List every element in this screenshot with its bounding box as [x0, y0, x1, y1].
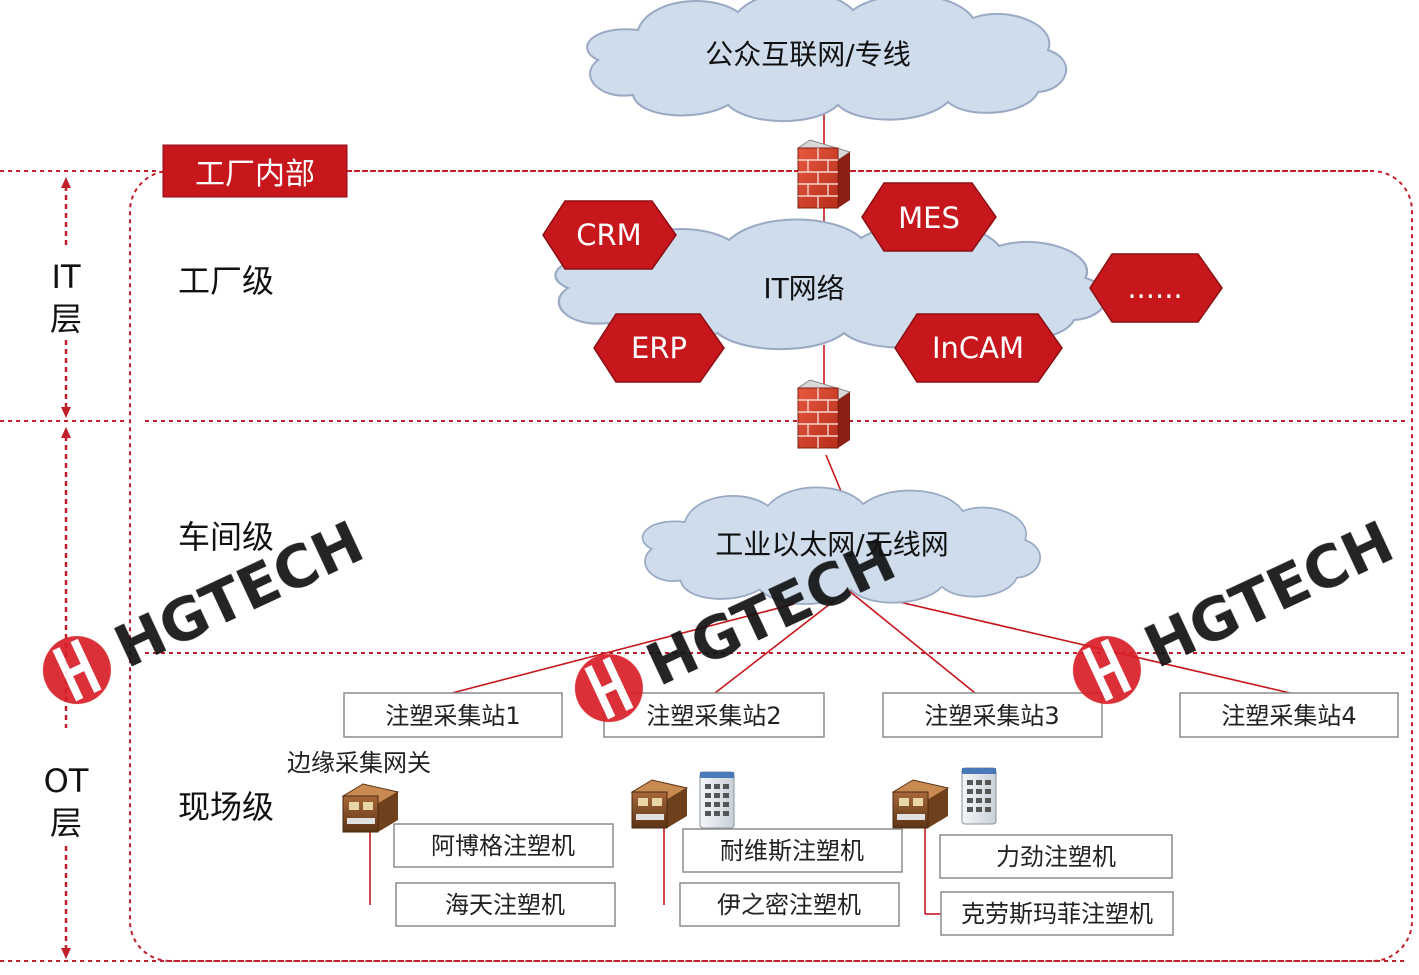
- it-network-label: IT网络: [763, 272, 844, 305]
- machine-box: 力劲注塑机: [939, 834, 1173, 879]
- gateway-device-icon: [891, 779, 950, 829]
- public-internet-label: 公众互联网/专线: [705, 38, 910, 71]
- arrow-head-down: [61, 948, 71, 959]
- machine-box: 阿博格注塑机: [393, 823, 614, 868]
- hgtech-logo-icon: [42, 636, 111, 705]
- machine-box: 伊之密注塑机: [679, 882, 900, 927]
- more-systems-label: ......: [1127, 271, 1182, 305]
- it-layer-label-line1: IT: [52, 258, 81, 296]
- station-label: 注塑采集站2: [646, 702, 781, 730]
- factory-internal-label: 工厂内部: [195, 157, 315, 192]
- layer-dividers: [0, 170, 1405, 962]
- workshop-level-label: 车间级: [178, 518, 274, 556]
- machine-box: 耐维斯注塑机: [682, 828, 903, 873]
- edge-gateway-label: 边缘采集网关: [287, 749, 431, 777]
- erp-hexagon: ERP: [593, 313, 725, 383]
- incam-label: InCAM: [932, 331, 1024, 365]
- factory-internal-tag: [162, 144, 348, 198]
- station-box-1: 注塑采集站1: [343, 692, 563, 738]
- machine-box: 克劳斯玛菲注塑机: [940, 891, 1174, 936]
- ot-layer-label-line2: 层: [50, 804, 82, 842]
- station-box-3: 注塑采集站3: [882, 692, 1103, 738]
- arrow-head-down: [61, 407, 71, 418]
- hgtech-logo-icon: [1072, 636, 1141, 705]
- factory-level-label: 工厂级: [178, 262, 274, 300]
- arrow-head-up: [61, 177, 71, 188]
- more-systems-hexagon: ......: [1089, 253, 1223, 323]
- machine-label: 阿博格注塑机: [431, 832, 575, 860]
- gateway-device-icon: [341, 783, 400, 833]
- factory-boundary: [129, 170, 1413, 962]
- station-box-4: 注塑采集站4: [1179, 692, 1399, 738]
- arrow-head-up: [61, 427, 71, 438]
- watermark-text: HGTECH: [1134, 508, 1403, 682]
- machine-label: 力劲注塑机: [996, 843, 1116, 871]
- machine-label: 耐维斯注塑机: [720, 837, 864, 865]
- it-layer-label-line2: 层: [50, 300, 82, 338]
- ot-layer-label-line1: OT: [44, 762, 89, 800]
- firewall-icon: [796, 379, 852, 449]
- machine-label: 伊之密注塑机: [717, 891, 861, 919]
- machine-label: 海天注塑机: [445, 891, 565, 919]
- crm-hexagon: CRM: [542, 200, 677, 270]
- incam-hexagon: InCAM: [894, 313, 1063, 383]
- firewall-icon: [796, 139, 852, 209]
- machine-box: 海天注塑机: [395, 882, 616, 927]
- erp-label: ERP: [631, 331, 687, 365]
- network-links: [369, 100, 1291, 915]
- station-label: 注塑采集站3: [924, 702, 1059, 730]
- mes-label: MES: [898, 201, 960, 235]
- switch-device-icon: [961, 767, 997, 825]
- switch-device-icon: [699, 771, 735, 829]
- station-label: 注塑采集站1: [385, 702, 520, 730]
- station-label: 注塑采集站4: [1221, 702, 1356, 730]
- crm-label: CRM: [576, 218, 641, 252]
- machine-label: 克劳斯玛菲注塑机: [961, 900, 1153, 928]
- mes-hexagon: MES: [861, 182, 997, 252]
- field-level-label: 现场级: [178, 788, 274, 826]
- hgtech-logo-icon: [574, 654, 643, 723]
- industrial-ethernet-label: 工业以太网/无线网: [715, 528, 948, 561]
- gateway-device-icon: [630, 779, 689, 829]
- station-box-2: 注塑采集站2: [603, 692, 825, 738]
